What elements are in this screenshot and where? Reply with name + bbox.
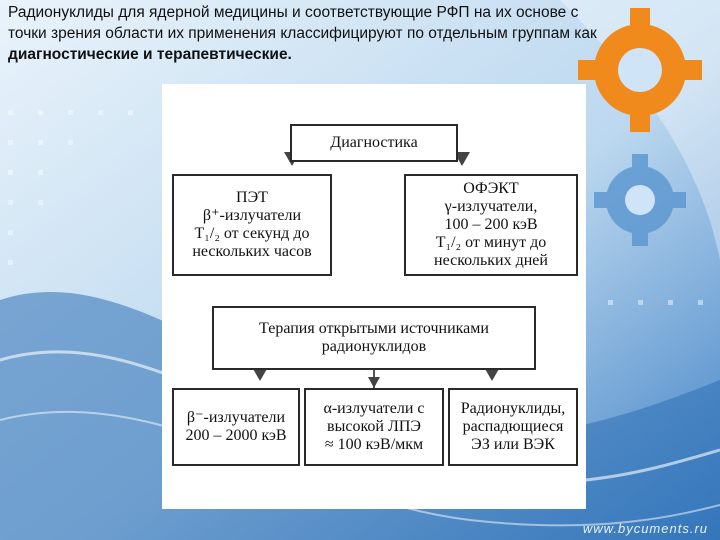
pet-line-2: T₁/₂ от секунд до <box>194 225 310 242</box>
slide-text-line-1: Радионуклиды для ядерной медицины и соот… <box>8 4 579 21</box>
alpha-line-2: высокой ЛПЭ <box>327 418 421 435</box>
arrow-to-spect <box>454 152 470 166</box>
spect-title: ОФЭКТ <box>463 180 519 197</box>
arrow-to-decay <box>484 367 500 381</box>
decay-line-3: ЭЗ или ВЭК <box>471 436 555 453</box>
beta-line-1: β⁻-излучатели <box>186 409 286 426</box>
decay-line-1: Радионуклиды, <box>460 400 566 417</box>
box-therapy: Терапия открытыми источниками радионукли… <box>212 306 536 370</box>
diagram-card: Диагностика ПЭТ β⁺-излучатели T₁/₂ от се… <box>162 84 586 509</box>
pet-line-1: β⁺-излучатели <box>202 207 302 224</box>
arrow-to-alpha <box>368 377 380 388</box>
spect-line-2: 100 – 200 кэВ <box>444 216 538 233</box>
slide-text-line-3: диагностические и терапевтические. <box>8 46 292 63</box>
beta-line-2: 200 – 2000 кэВ <box>185 427 287 444</box>
label-diagnostics: Диагностика <box>330 134 418 151</box>
watermark: www.bycuments.ru <box>582 521 708 536</box>
therapy-line-2: радионуклидов <box>321 338 427 355</box>
slide-text-line-2: точки зрения области их применения класс… <box>8 25 597 42</box>
pet-title: ПЭТ <box>236 189 268 206</box>
spect-line-4: нескольких дней <box>434 252 548 269</box>
spect-line-1: γ-излучатели, <box>444 198 538 215</box>
therapy-line-1: Терапия открытыми источниками <box>259 320 489 337</box>
box-pet: ПЭТ β⁺-излучатели T₁/₂ от секунд до неск… <box>172 174 332 276</box>
spect-line-3: T₁/₂ от минут до <box>435 234 547 251</box>
alpha-line-3: ≈ 100 кэВ/мкм <box>324 436 424 453</box>
pet-line-3: нескольких часов <box>192 243 312 260</box>
slide-text: Радионуклиды для ядерной медицины и соот… <box>8 2 708 65</box>
box-alpha: α-излучатели с высокой ЛПЭ ≈ 100 кэВ/мкм <box>304 388 444 466</box>
arrow-to-beta <box>252 367 268 381</box>
box-decay: Радионуклиды, распадющиеся ЭЗ или ВЭК <box>448 388 578 466</box>
box-diagnostics: Диагностика <box>290 124 458 162</box>
box-beta: β⁻-излучатели 200 – 2000 кэВ <box>172 388 300 466</box>
decay-line-2: распадющиеся <box>462 418 564 435</box>
box-spect: ОФЭКТ γ-излучатели, 100 – 200 кэВ T₁/₂ о… <box>404 174 578 276</box>
alpha-line-1: α-излучатели с <box>323 400 425 417</box>
